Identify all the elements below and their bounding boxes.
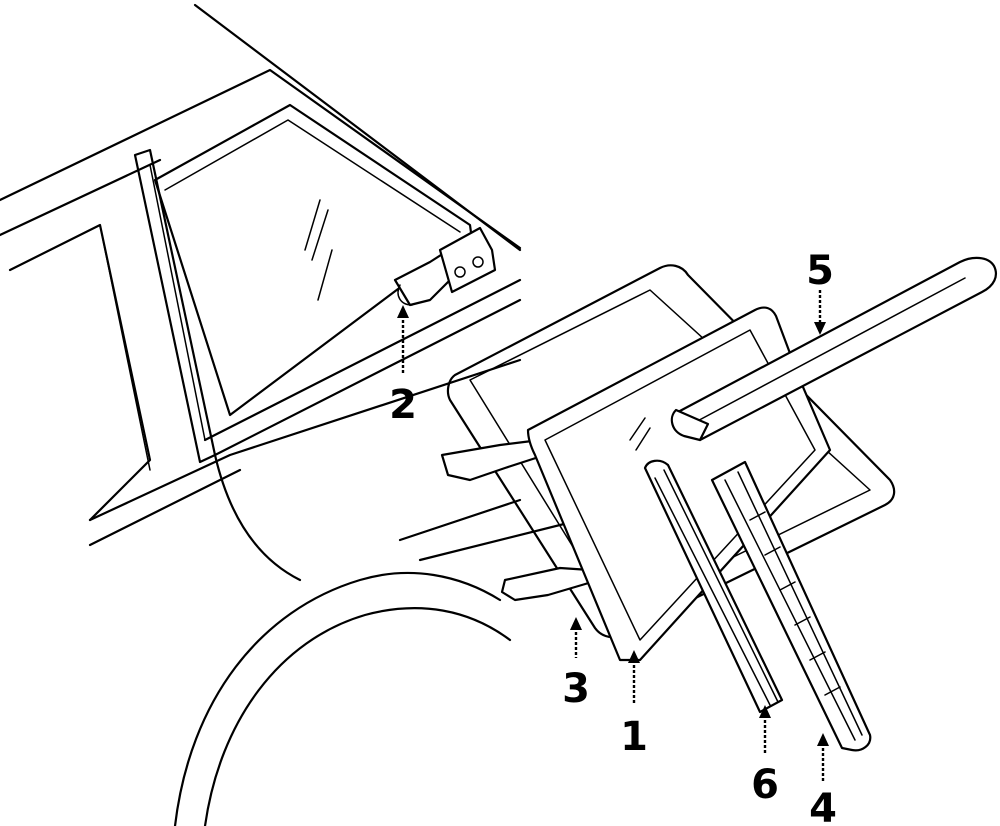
arrowhead-5 [814,322,826,335]
vehicle-body [0,3,582,826]
arrowhead-3 [570,617,582,630]
side-seal [643,459,784,714]
lower-channel [710,460,872,752]
window-hinge [393,226,497,307]
callout-6: 6 [751,762,779,808]
arrowhead-1 [628,650,640,663]
arrowhead-2 [397,305,409,318]
arrowhead-6 [759,705,771,718]
callout-4: 4 [809,786,837,826]
callout-labels: 2 5 3 1 6 4 [389,248,837,826]
leader-lines [397,290,829,782]
callout-1: 1 [620,714,648,760]
callout-3: 3 [562,666,590,712]
arrowhead-4 [817,733,829,746]
window-glass [304,199,832,662]
window-frame [440,264,896,639]
callout-5: 5 [806,248,834,294]
upper-weatherstrip [670,256,998,442]
callout-2: 2 [389,382,417,428]
